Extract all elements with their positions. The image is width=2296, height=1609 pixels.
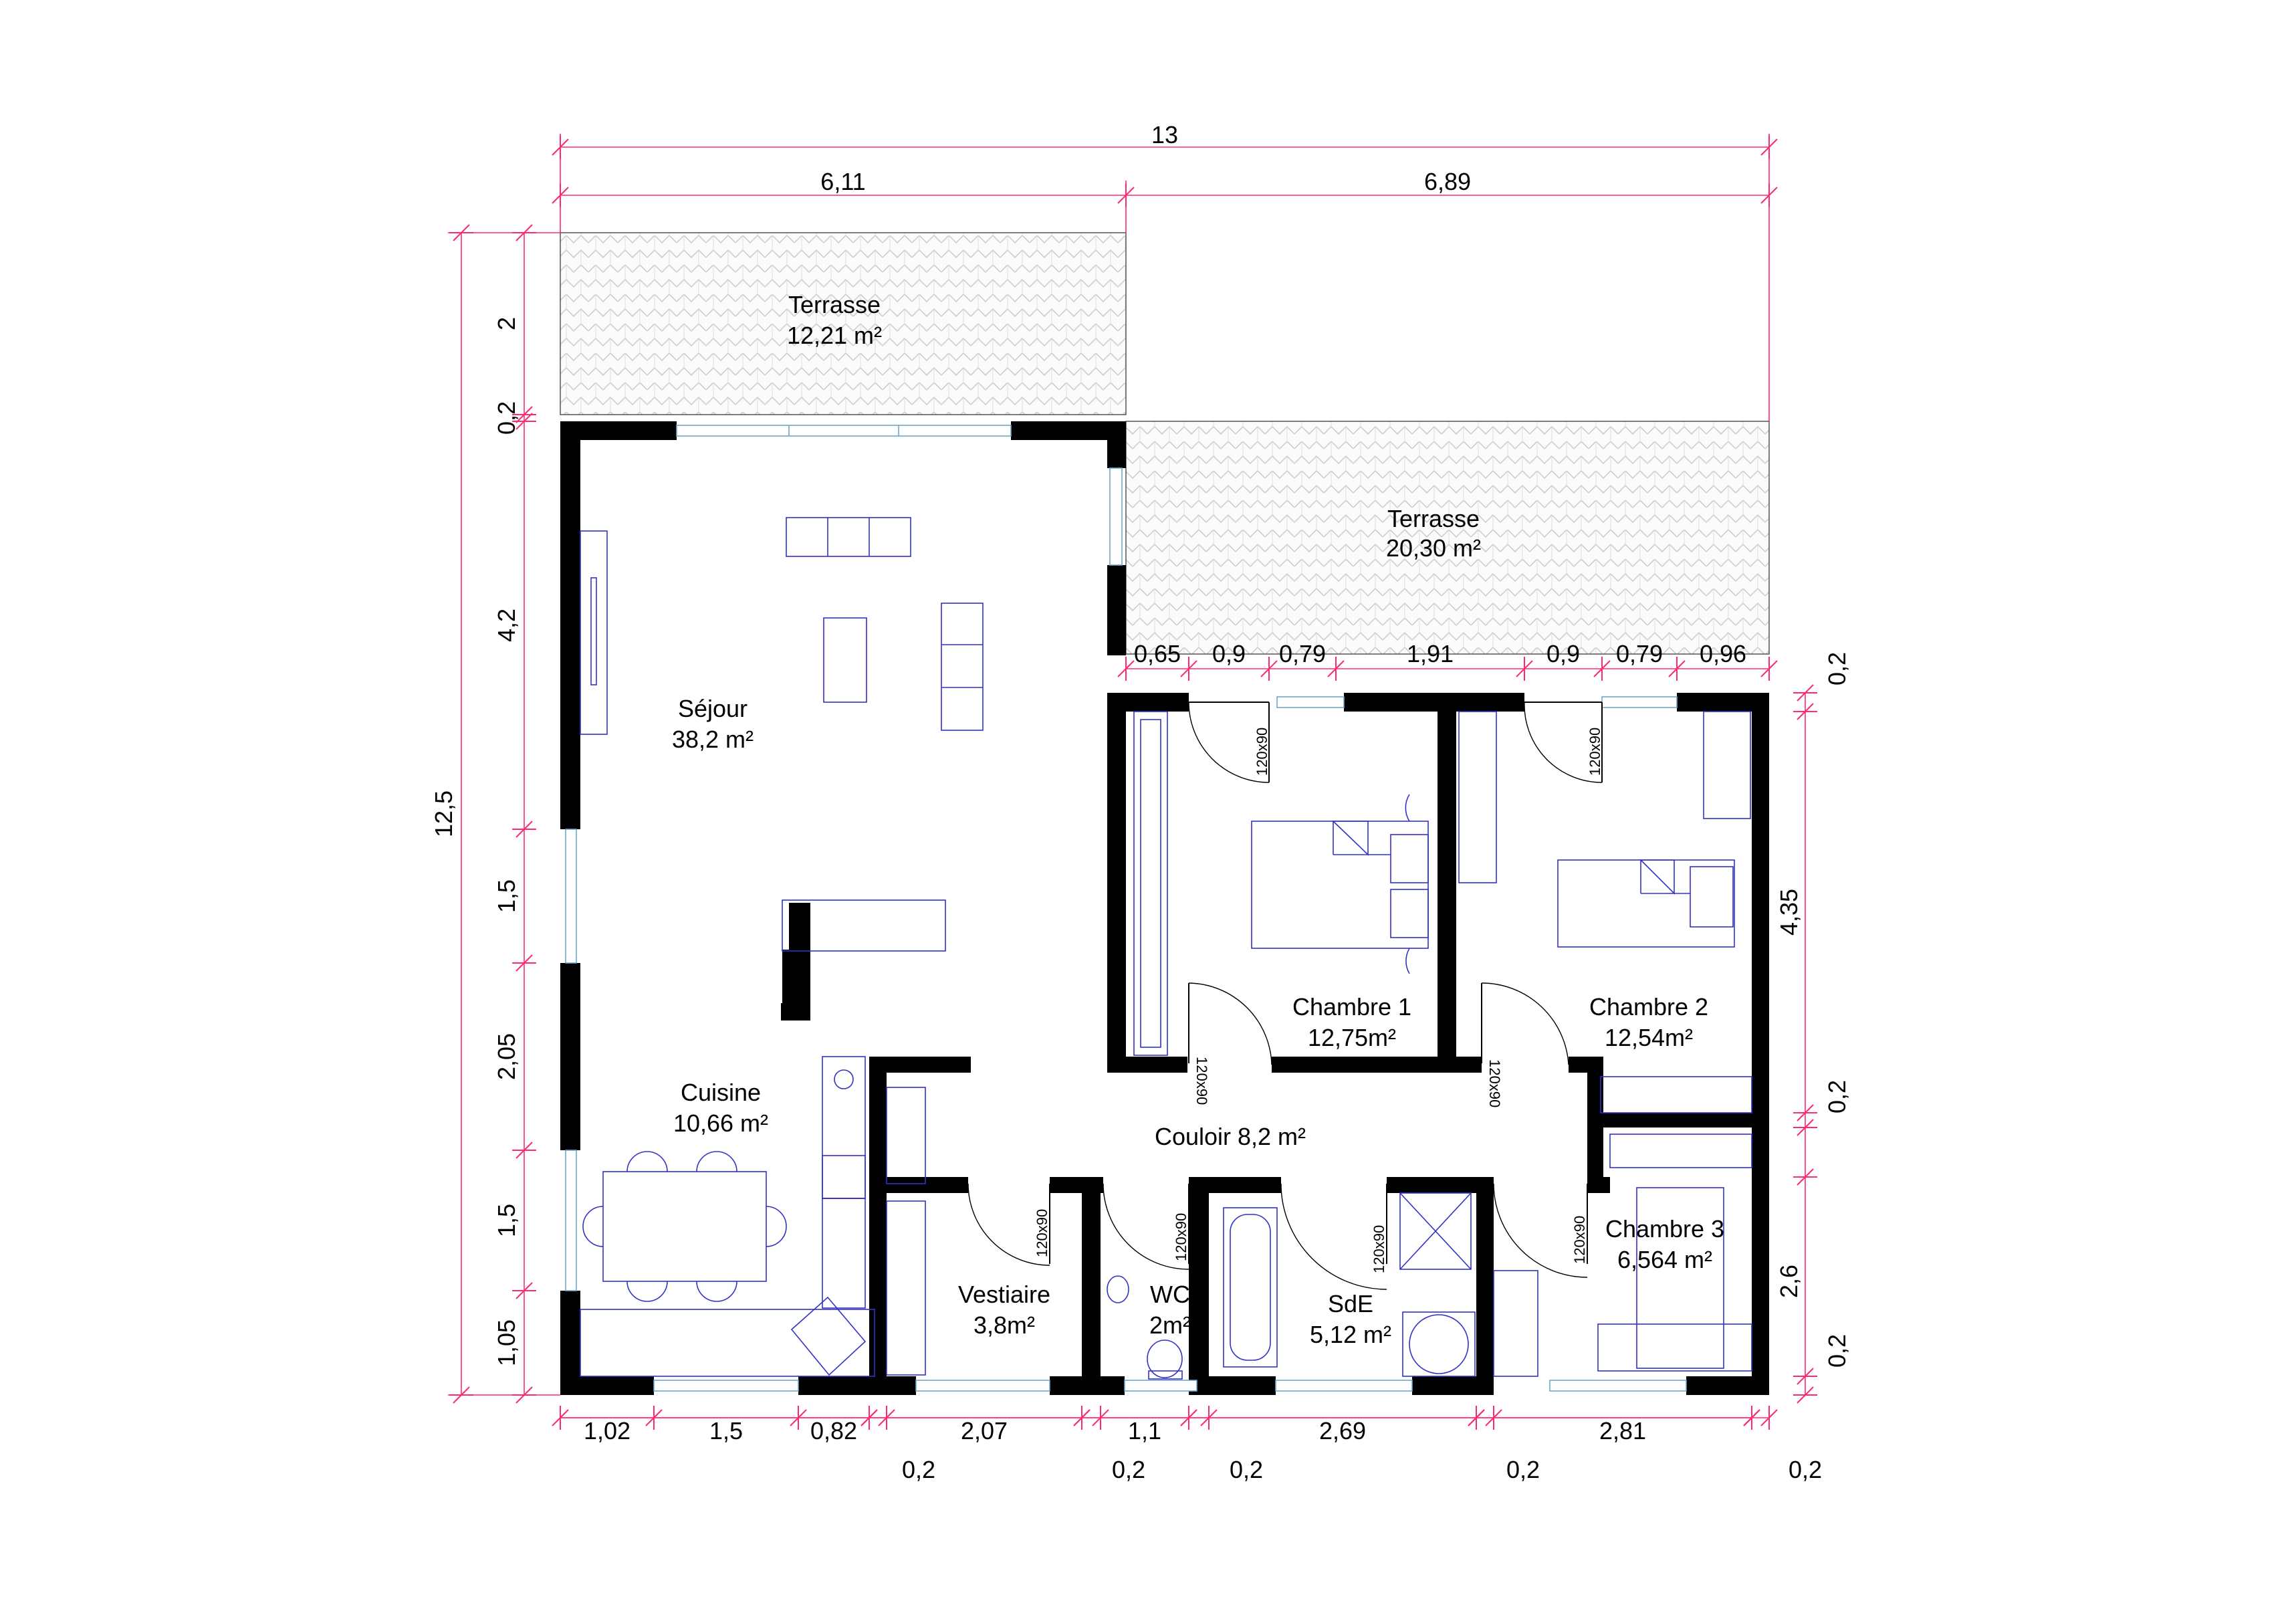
furniture-chambre1 [1133, 711, 1429, 1056]
room-name-sde: SdE [1328, 1290, 1373, 1317]
room-area-chambre3: 6,564 m² [1617, 1246, 1712, 1273]
dimension-label: 0,2 [1823, 1080, 1851, 1113]
dimension-label: 0,2 [1230, 1456, 1263, 1483]
kitchen-island-wall [789, 903, 810, 1002]
dimension-label: 2,69 [1319, 1417, 1366, 1444]
room-name-chambre1: Chambre 1 [1292, 993, 1411, 1021]
room-area-chambre1: 12,75m² [1308, 1024, 1396, 1051]
furniture-sejour [580, 517, 984, 952]
room-area-sde: 5,12 m² [1310, 1321, 1391, 1348]
dimension-label: 2,6 [1775, 1265, 1803, 1298]
room-area-sejour: 38,2 m² [672, 726, 754, 753]
windows [565, 425, 1687, 1392]
dimension-label: 0,96 [1700, 640, 1746, 667]
dimension-label: 0,9 [1212, 640, 1246, 667]
dimension-label: 2 [493, 317, 520, 330]
dimension-label: 6,89 [1424, 168, 1471, 195]
door-label: 120x90 [1371, 1225, 1387, 1273]
room-name-sejour: Séjour [678, 695, 748, 722]
room-name-wc: WC [1150, 1281, 1190, 1308]
door-label: 120x90 [1571, 1216, 1588, 1264]
furniture-cuisine [580, 1056, 875, 1377]
room-name-terrasse1: Terrasse [788, 291, 881, 318]
furniture-vestiaire [886, 1087, 926, 1376]
door-label: 120x90 [1173, 1213, 1189, 1261]
room-name-chambre2: Chambre 2 [1589, 993, 1708, 1021]
door-label: 120x90 [1254, 728, 1270, 776]
dimension-label: 0,65 [1134, 640, 1181, 667]
dimension-label: 2,05 [493, 1033, 520, 1080]
dimension-label: 1,91 [1407, 640, 1454, 667]
room-area-chambre2: 12,54m² [1605, 1024, 1693, 1051]
dimension-label: 1,02 [584, 1417, 630, 1444]
door-label: 120x90 [1587, 728, 1603, 776]
room-name-couloir: Couloir 8,2 m² [1155, 1123, 1306, 1150]
dimension-label: 0,2 [1112, 1456, 1145, 1483]
dimension-label: 1,5 [493, 879, 520, 913]
dimension-label: 0,82 [810, 1417, 857, 1444]
dimension-label: 2,81 [1599, 1417, 1646, 1444]
door-label: 120x90 [1034, 1209, 1050, 1257]
walls [560, 421, 1769, 1395]
room-name-terrasse2: Terrasse [1387, 505, 1480, 532]
room-name-vestiaire: Vestiaire [958, 1281, 1050, 1308]
room-name-cuisine: Cuisine [681, 1079, 761, 1106]
dimension-label: 1,5 [493, 1204, 520, 1237]
room-area-terrasse1: 12,21 m² [787, 322, 882, 349]
dimension-label: 0,2 [493, 401, 520, 435]
dimension-label: 0,79 [1279, 640, 1326, 667]
dimension-label: 1,1 [1128, 1417, 1161, 1444]
furniture-chambre3 [1493, 1134, 1752, 1377]
furniture-sde [1223, 1192, 1476, 1377]
room-area-vestiaire: 3,8m² [973, 1311, 1035, 1339]
dimension-label: 0,79 [1616, 640, 1663, 667]
dimension-label: 0,2 [1823, 1334, 1851, 1368]
room-area-cuisine: 10,66 m² [673, 1109, 768, 1137]
terrace-top-left [560, 232, 1127, 415]
dimension-label: 0,2 [902, 1456, 935, 1483]
room-area-terrasse2: 20,30 m² [1386, 534, 1481, 562]
door-label: 120x90 [1193, 1057, 1210, 1105]
dimension-label: 13 [1151, 121, 1178, 148]
dimension-label: 12,5 [430, 790, 457, 837]
room-labels: Terrasse 12,21 m² Terrasse 20,30 m² Séjo… [672, 291, 1724, 1348]
room-area-wc: 2m² [1149, 1311, 1191, 1339]
dimension-label: 4,35 [1775, 889, 1803, 936]
room-name-chambre3: Chambre 3 [1605, 1215, 1724, 1243]
dimension-label: 1,05 [493, 1319, 520, 1366]
dimension-lines: 13 6,11 6,89 0,65 0,9 0,79 1,91 0,9 0,79 0,96 2 0,2… [430, 121, 1851, 1483]
doors [967, 702, 1603, 1290]
terrace-right [1125, 421, 1770, 655]
door-label: 120x90 [1486, 1059, 1503, 1107]
dimension-label: 1,5 [709, 1417, 743, 1444]
furniture-wc [1107, 1275, 1183, 1380]
dimension-label: 0,2 [1506, 1456, 1540, 1483]
dimension-label: 4,2 [493, 609, 520, 642]
furniture-chambre2 [1458, 711, 1752, 1113]
dimension-label: 6,11 [820, 168, 865, 195]
dimension-label: 0,2 [1823, 652, 1851, 685]
dimension-label: 0,2 [1789, 1456, 1822, 1483]
dimension-label: 0,9 [1546, 640, 1580, 667]
dimension-label: 2,07 [961, 1417, 1008, 1444]
door-labels: 120x90 120x90 120x90 120x90 120x90 120x9… [1034, 728, 1603, 1273]
